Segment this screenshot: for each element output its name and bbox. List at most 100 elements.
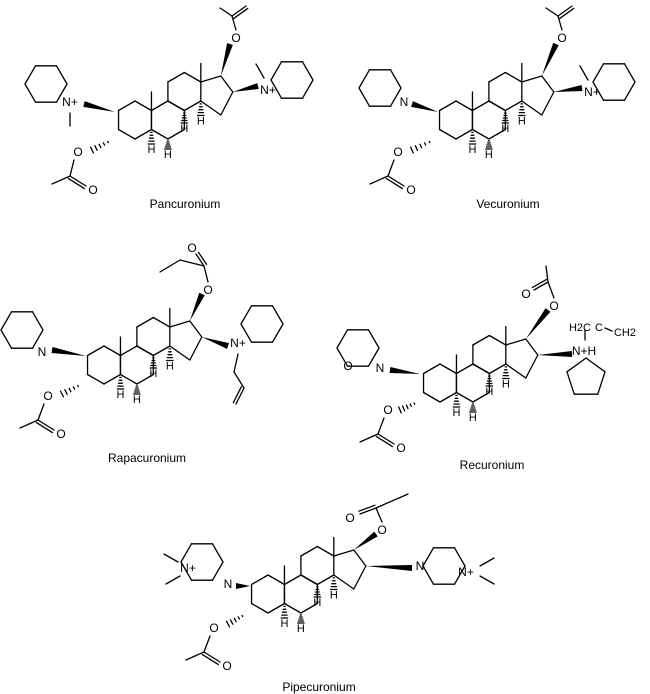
bond [183, 100, 202, 112]
bond [422, 547, 435, 567]
bond [200, 100, 222, 116]
bond [169, 345, 191, 361]
bond [525, 338, 539, 356]
hydrogen-label: H [297, 623, 305, 635]
caption-rapacuronium: Rapacuronium [107, 451, 187, 465]
bond [267, 602, 286, 614]
bond [231, 15, 237, 31]
bond [592, 63, 605, 83]
bond [398, 406, 402, 414]
bond [453, 565, 466, 585]
bond [559, 7, 575, 20]
oxygen-label: O [88, 183, 97, 197]
bond [504, 100, 523, 112]
bond [389, 69, 402, 89]
caption-recuronium: Recuronium [459, 458, 525, 472]
bond [316, 574, 335, 586]
wedge-bond [232, 83, 259, 92]
protonated-nitrogen-label: N+H [572, 344, 596, 358]
bond [438, 128, 457, 140]
wedge-bond [411, 101, 438, 112]
bond [69, 159, 75, 177]
bond [119, 373, 138, 385]
bond [438, 100, 457, 112]
bond [35, 421, 54, 434]
bond [94, 145, 98, 151]
bond [134, 100, 153, 112]
bond [240, 305, 253, 325]
bond [414, 145, 419, 151]
bond [152, 316, 171, 328]
oxygen-label: O [56, 427, 65, 441]
bond [55, 65, 68, 85]
hydrogen-label: H [469, 412, 477, 424]
bond [333, 549, 355, 557]
hydrogen-label: H [116, 389, 124, 401]
hydrogen-label: H [280, 618, 288, 630]
bond [203, 635, 211, 653]
bond [201, 653, 220, 666]
bond [301, 61, 314, 81]
wedge-bond [353, 531, 378, 550]
bond [623, 81, 636, 101]
bond [472, 363, 491, 375]
bond [401, 405, 406, 412]
bond [316, 545, 335, 557]
oxygen-label: O [521, 287, 530, 301]
bond [488, 334, 507, 346]
bond [136, 373, 155, 385]
hydrogen-label: H [197, 116, 205, 128]
bond [283, 602, 302, 614]
wedge-bond [389, 367, 420, 374]
bond [439, 391, 458, 403]
bond [271, 305, 284, 325]
bond [453, 547, 466, 567]
nitrogen-label: N [38, 345, 47, 359]
quaternary-nitrogen-label: N+ [180, 561, 196, 575]
bond [197, 251, 208, 265]
bond [439, 363, 458, 375]
quaternary-nitrogen-label: N+ [230, 336, 246, 350]
nitrogen-label: N [416, 559, 425, 573]
oxygen-label: O [43, 389, 52, 403]
bond [241, 614, 244, 618]
quaternary-nitrogen-label: N+ [584, 85, 600, 99]
bond [369, 175, 389, 185]
bond [566, 371, 575, 395]
bond [195, 253, 205, 267]
bond [232, 386, 242, 404]
bond [359, 507, 377, 515]
hydrogen-label: H [313, 597, 321, 609]
oxygen-label: O [209, 621, 218, 635]
bond [233, 353, 239, 373]
bond [225, 620, 231, 628]
bond [541, 75, 555, 93]
bond [566, 357, 587, 373]
bond [419, 143, 423, 149]
bond [385, 177, 404, 190]
bond [229, 619, 234, 625]
bond [422, 565, 435, 585]
bond [521, 100, 543, 116]
oxygen-label: O [187, 241, 196, 255]
bond [479, 575, 495, 585]
bond [203, 651, 221, 663]
bond [31, 311, 44, 331]
bond [336, 329, 349, 349]
bond [353, 565, 367, 590]
bond [235, 387, 245, 405]
bond [525, 354, 539, 379]
bond [233, 7, 249, 20]
caption-pancuronium: Pancuronium [149, 197, 221, 211]
bond [117, 128, 136, 140]
bond [367, 329, 380, 349]
bond [300, 545, 319, 557]
bond [69, 175, 87, 187]
bond [169, 320, 191, 328]
nitrogen-label: N [224, 577, 233, 591]
bond [103, 345, 122, 357]
bond [180, 543, 193, 563]
bond [159, 259, 181, 273]
